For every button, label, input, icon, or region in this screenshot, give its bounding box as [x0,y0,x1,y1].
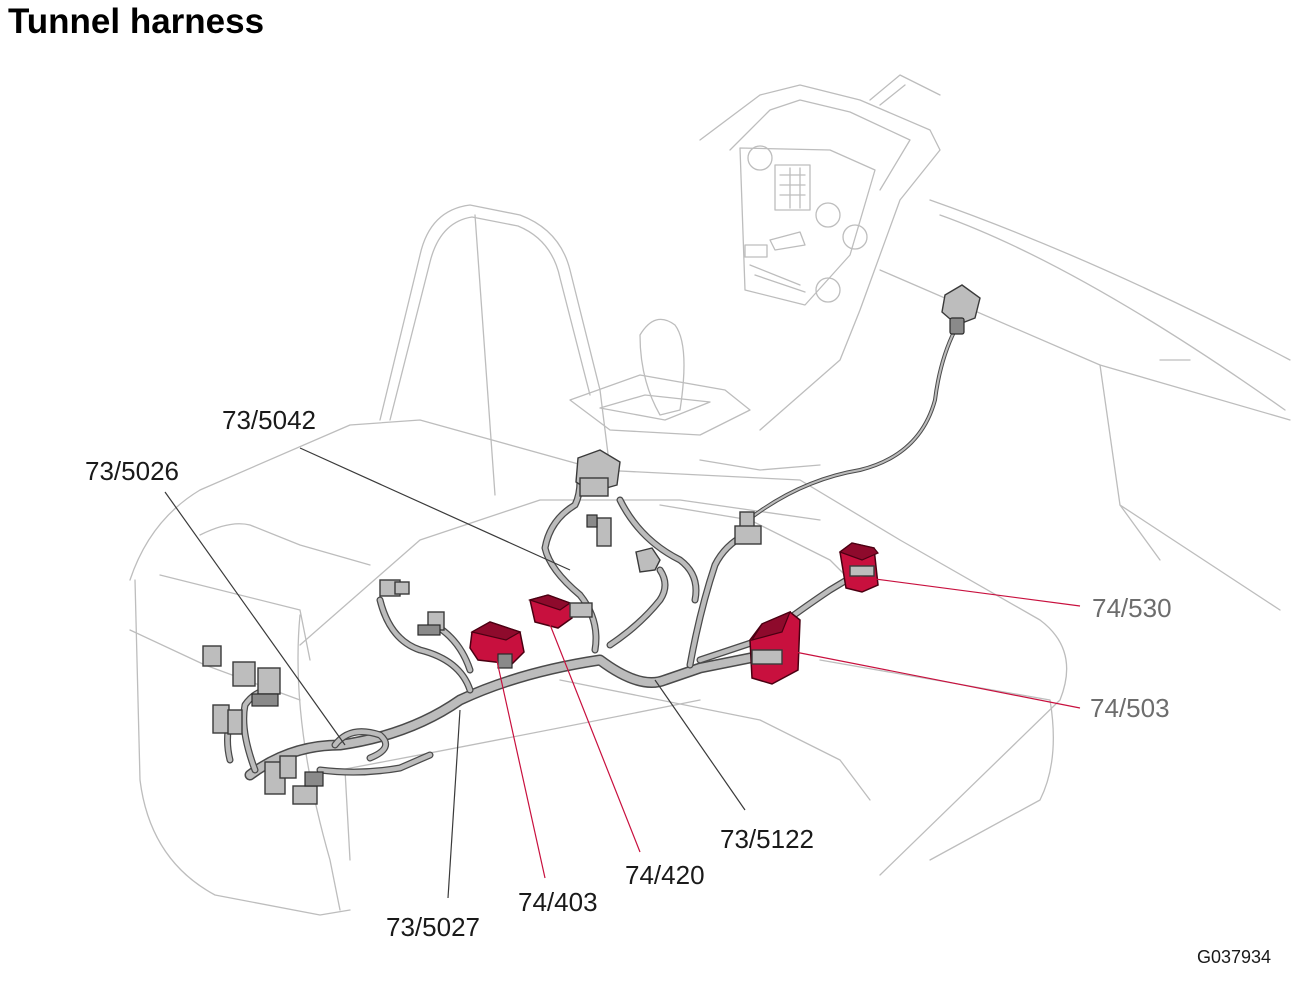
gray-connectors [202,284,981,805]
callout-74-530: 74/530 [1092,593,1172,623]
component-74-503 [749,610,801,685]
component-74-403 [469,621,525,669]
leader-73-5122 [654,679,746,811]
leader-73-5027 [447,709,461,899]
leader-73-5042 [299,447,571,571]
callout-73-5026: 73/5026 [85,456,179,486]
component-74-530 [838,542,879,593]
callout-73-5122: 73/5122 [720,824,814,854]
leader-74-530 [859,576,1081,607]
callout-73-5042: 73/5042 [222,405,316,435]
figure-id: G037934 [1197,947,1272,967]
highlighted-components [469,542,879,685]
component-74-420 [527,594,593,629]
harness-wires [224,328,957,781]
leader-74-403 [494,651,546,879]
callout-74-420: 74/420 [625,860,705,890]
leader-74-503 [784,649,1081,709]
leader-74-420 [544,611,641,853]
leader-73-5026 [164,491,346,746]
callout-74-403: 74/403 [518,887,598,917]
callout-73-5027: 73/5027 [386,912,480,942]
callout-74-503: 74/503 [1090,693,1170,723]
leader-lines [164,447,1081,899]
page-title: Tunnel harness [8,2,265,41]
